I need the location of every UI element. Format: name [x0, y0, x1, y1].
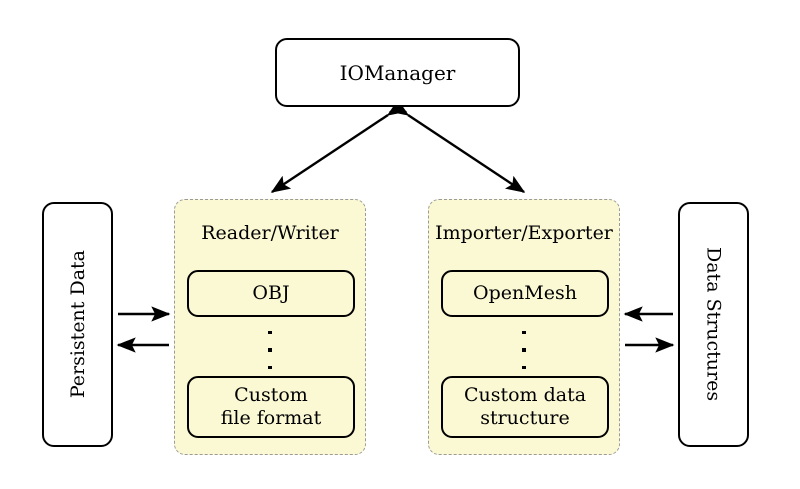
- node-custom-data-structure-label: Custom data structure: [464, 384, 586, 430]
- node-iomanager[interactable]: IOManager: [275, 38, 520, 107]
- panel-reader-writer[interactable]: Reader/Writer OBJ Custom file format: [174, 199, 366, 455]
- node-obj-label: OBJ: [252, 281, 290, 304]
- panel-importer-exporter-title: Importer/Exporter: [435, 222, 613, 244]
- ellipsis-icon-reader-writer: [175, 331, 365, 369]
- node-openmesh-label: OpenMesh: [473, 281, 577, 304]
- node-custom-data-structure-line2: structure: [480, 407, 570, 429]
- node-data-structures-label: Data Structures: [702, 247, 725, 402]
- node-custom-file-format-line2: file format: [220, 407, 322, 429]
- ellipsis-icon-importer-exporter: [429, 331, 619, 369]
- node-custom-file-format-label: Custom file format: [221, 384, 322, 430]
- node-custom-data-structure[interactable]: Custom data structure: [441, 376, 609, 438]
- panel-importer-exporter[interactable]: Importer/Exporter OpenMesh Custom data s…: [428, 199, 620, 455]
- arrow-iomanager-reader-writer: [270, 98, 408, 193]
- node-obj[interactable]: OBJ: [187, 270, 355, 317]
- node-custom-file-format[interactable]: Custom file format: [187, 376, 355, 438]
- node-persistent-data-label: Persistent Data: [66, 250, 89, 399]
- node-custom-data-structure-line1: Custom data: [463, 383, 587, 406]
- node-custom-file-format-line1: Custom: [234, 383, 308, 406]
- arrow-iomanager-importer-exporter: [388, 98, 526, 193]
- node-persistent-data[interactable]: Persistent Data: [42, 202, 113, 447]
- panel-reader-writer-title: Reader/Writer: [201, 222, 339, 244]
- node-iomanager-label: IOManager: [339, 60, 456, 85]
- node-openmesh[interactable]: OpenMesh: [441, 270, 609, 317]
- node-data-structures[interactable]: Data Structures: [678, 202, 749, 447]
